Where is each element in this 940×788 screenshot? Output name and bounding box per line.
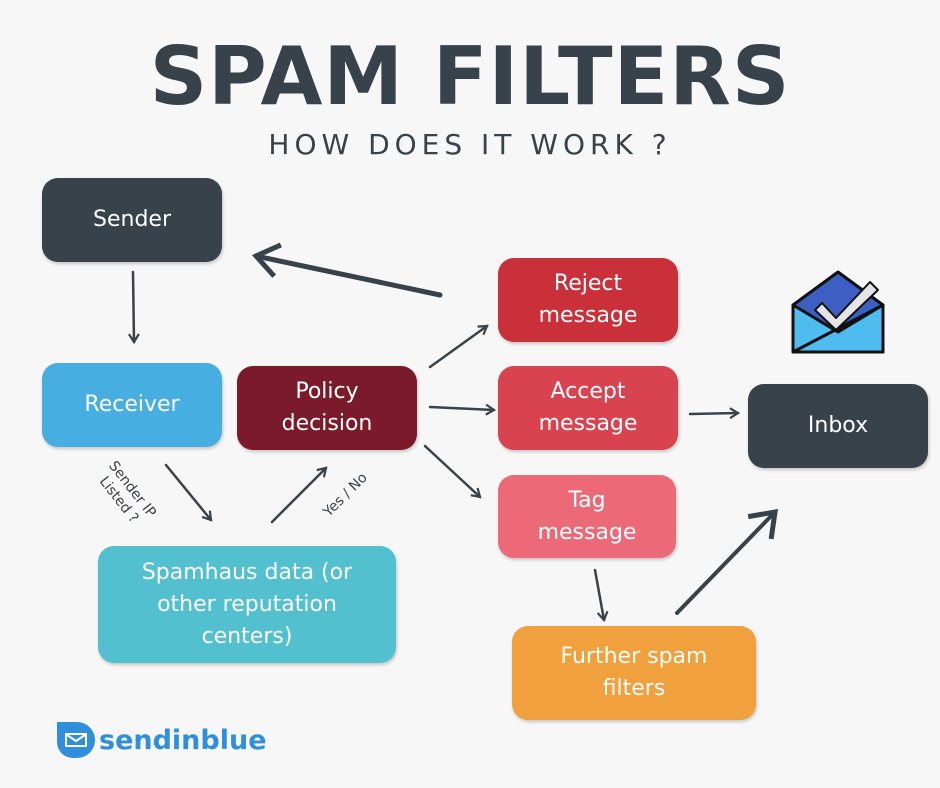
arrow-spamhaus-policy xyxy=(270,466,328,524)
sendinblue-logo-text: sendinblue xyxy=(99,724,267,756)
arrow-tag-further xyxy=(593,568,609,623)
node-inbox: Inbox xyxy=(748,384,928,468)
arrow-reject-sender xyxy=(251,242,443,298)
arrow-sender-receiver xyxy=(127,270,140,345)
arrow-receiver-spamhaus xyxy=(164,463,213,522)
arrow-accept-inbox xyxy=(688,407,741,420)
node-further-filters: Further spam filters xyxy=(512,626,756,720)
node-accept: Accept message xyxy=(498,366,678,450)
inbox-envelope-icon xyxy=(791,270,885,354)
node-receiver: Receiver xyxy=(42,363,222,447)
title: SPAM FILTERS xyxy=(149,30,791,123)
arrow-policy-tag xyxy=(423,444,482,499)
node-policy-decision: Policy decision xyxy=(237,366,417,450)
sendinblue-logo-icon xyxy=(57,722,95,758)
arrow-policy-accept xyxy=(428,403,497,416)
sendinblue-logo: sendinblue xyxy=(55,720,267,760)
node-sender: Sender xyxy=(42,178,222,262)
node-reject: Reject message xyxy=(498,258,678,342)
node-tag: Tag message xyxy=(498,475,676,558)
arrow-policy-reject xyxy=(428,324,489,369)
node-spamhaus: Spamhaus data (or other reputation cente… xyxy=(98,546,396,663)
subtitle: HOW DOES IT WORK ? xyxy=(268,128,672,161)
arrow-further-inbox xyxy=(675,508,778,615)
